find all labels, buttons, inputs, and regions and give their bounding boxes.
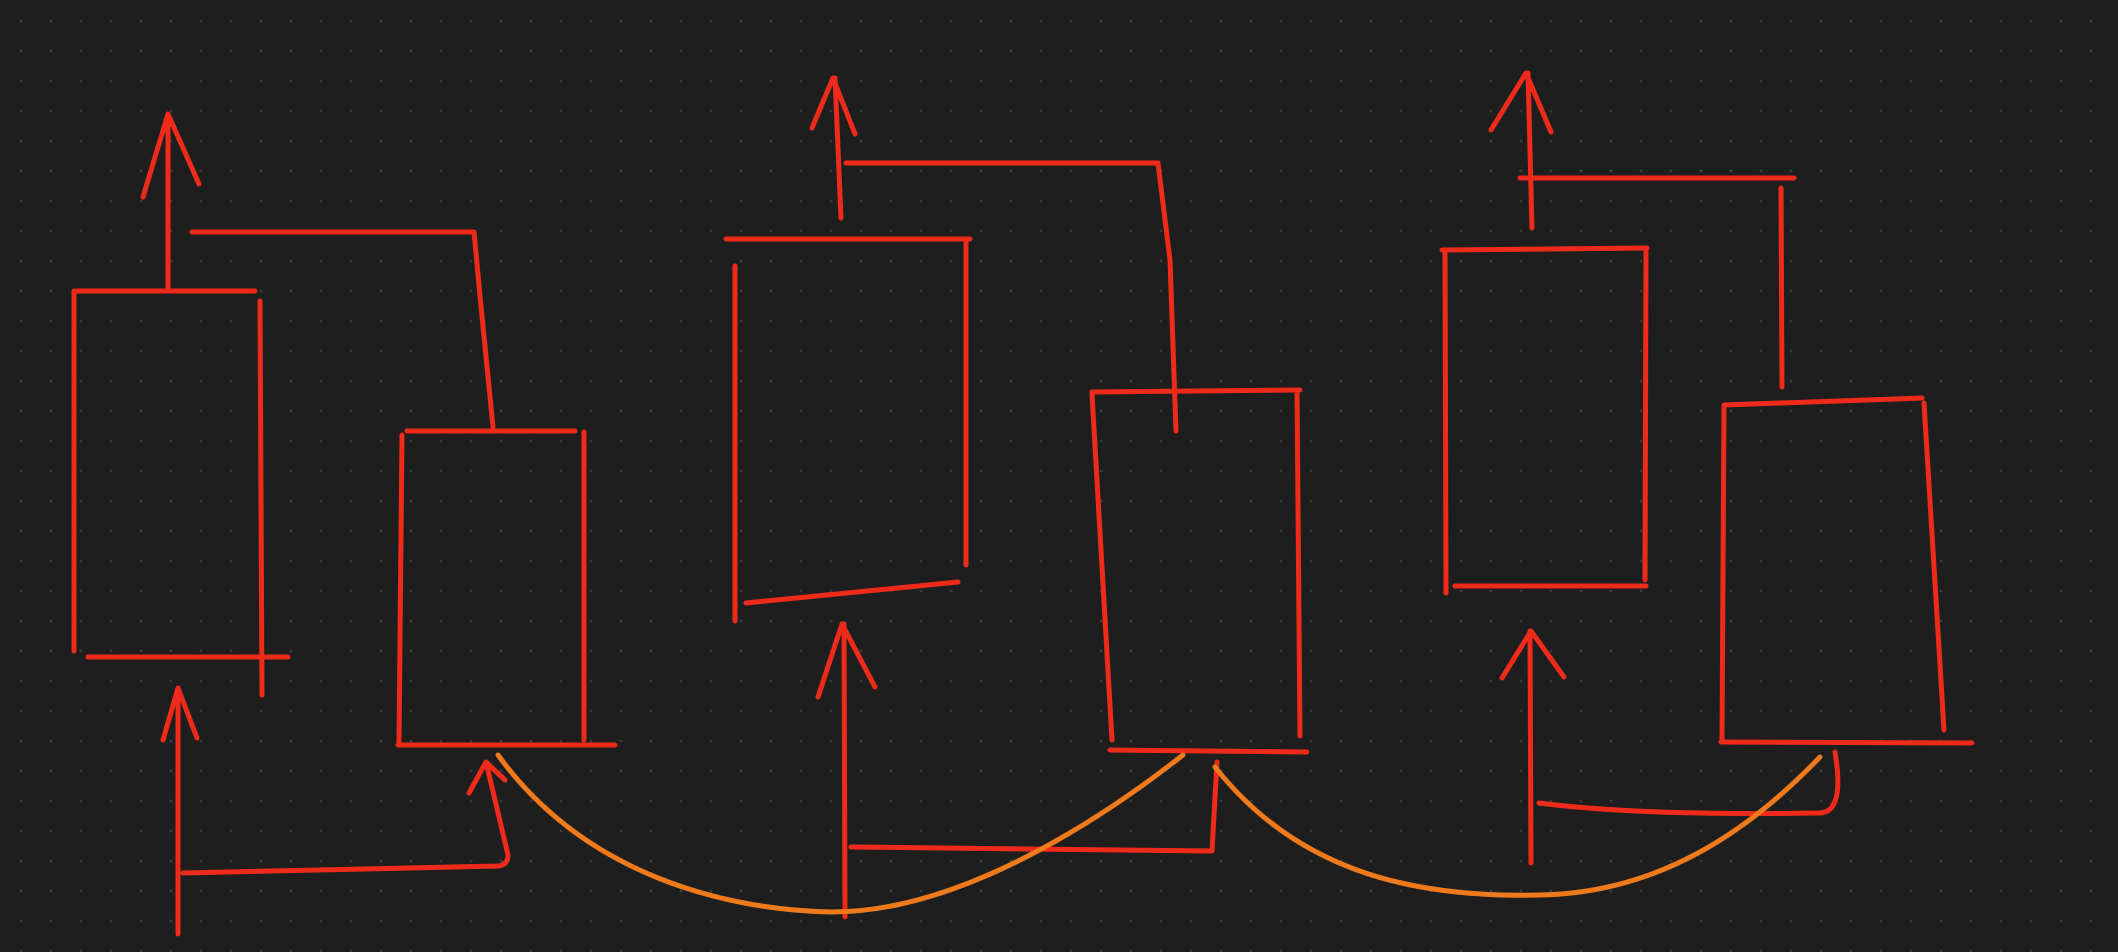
block-2-outline xyxy=(395,428,618,748)
feedback-curve-block4-to-block6 xyxy=(1212,754,1823,898)
feedback-curve-block2-to-block4 xyxy=(495,752,1186,915)
block-3-outline xyxy=(723,236,973,624)
block-4-outline xyxy=(1089,387,1310,755)
block-3 xyxy=(723,236,973,624)
block-2-input-arrow xyxy=(180,759,511,876)
block-3-output-arrow xyxy=(809,75,858,221)
connector-block6-to-block5-output xyxy=(1517,175,1797,390)
block-5-input-arrow xyxy=(1499,628,1567,866)
block-5-outline xyxy=(1439,245,1650,596)
connector-block2-to-block1-output xyxy=(189,229,496,430)
block-1-input-arrow xyxy=(160,685,200,937)
connector-block4-to-block3-input xyxy=(848,759,1220,854)
block-1-output-arrow xyxy=(140,111,202,292)
block-5 xyxy=(1439,245,1650,596)
block-1 xyxy=(71,288,291,698)
block-6-outline xyxy=(1718,395,1975,746)
block-4 xyxy=(1089,387,1310,755)
block-2 xyxy=(395,428,618,748)
block-5-output-arrow xyxy=(1488,70,1554,231)
block-6 xyxy=(1718,395,1975,746)
block-3-input-arrow xyxy=(815,621,878,920)
block-1-outline xyxy=(71,288,291,698)
connector-block4-to-block3-output xyxy=(843,160,1179,434)
